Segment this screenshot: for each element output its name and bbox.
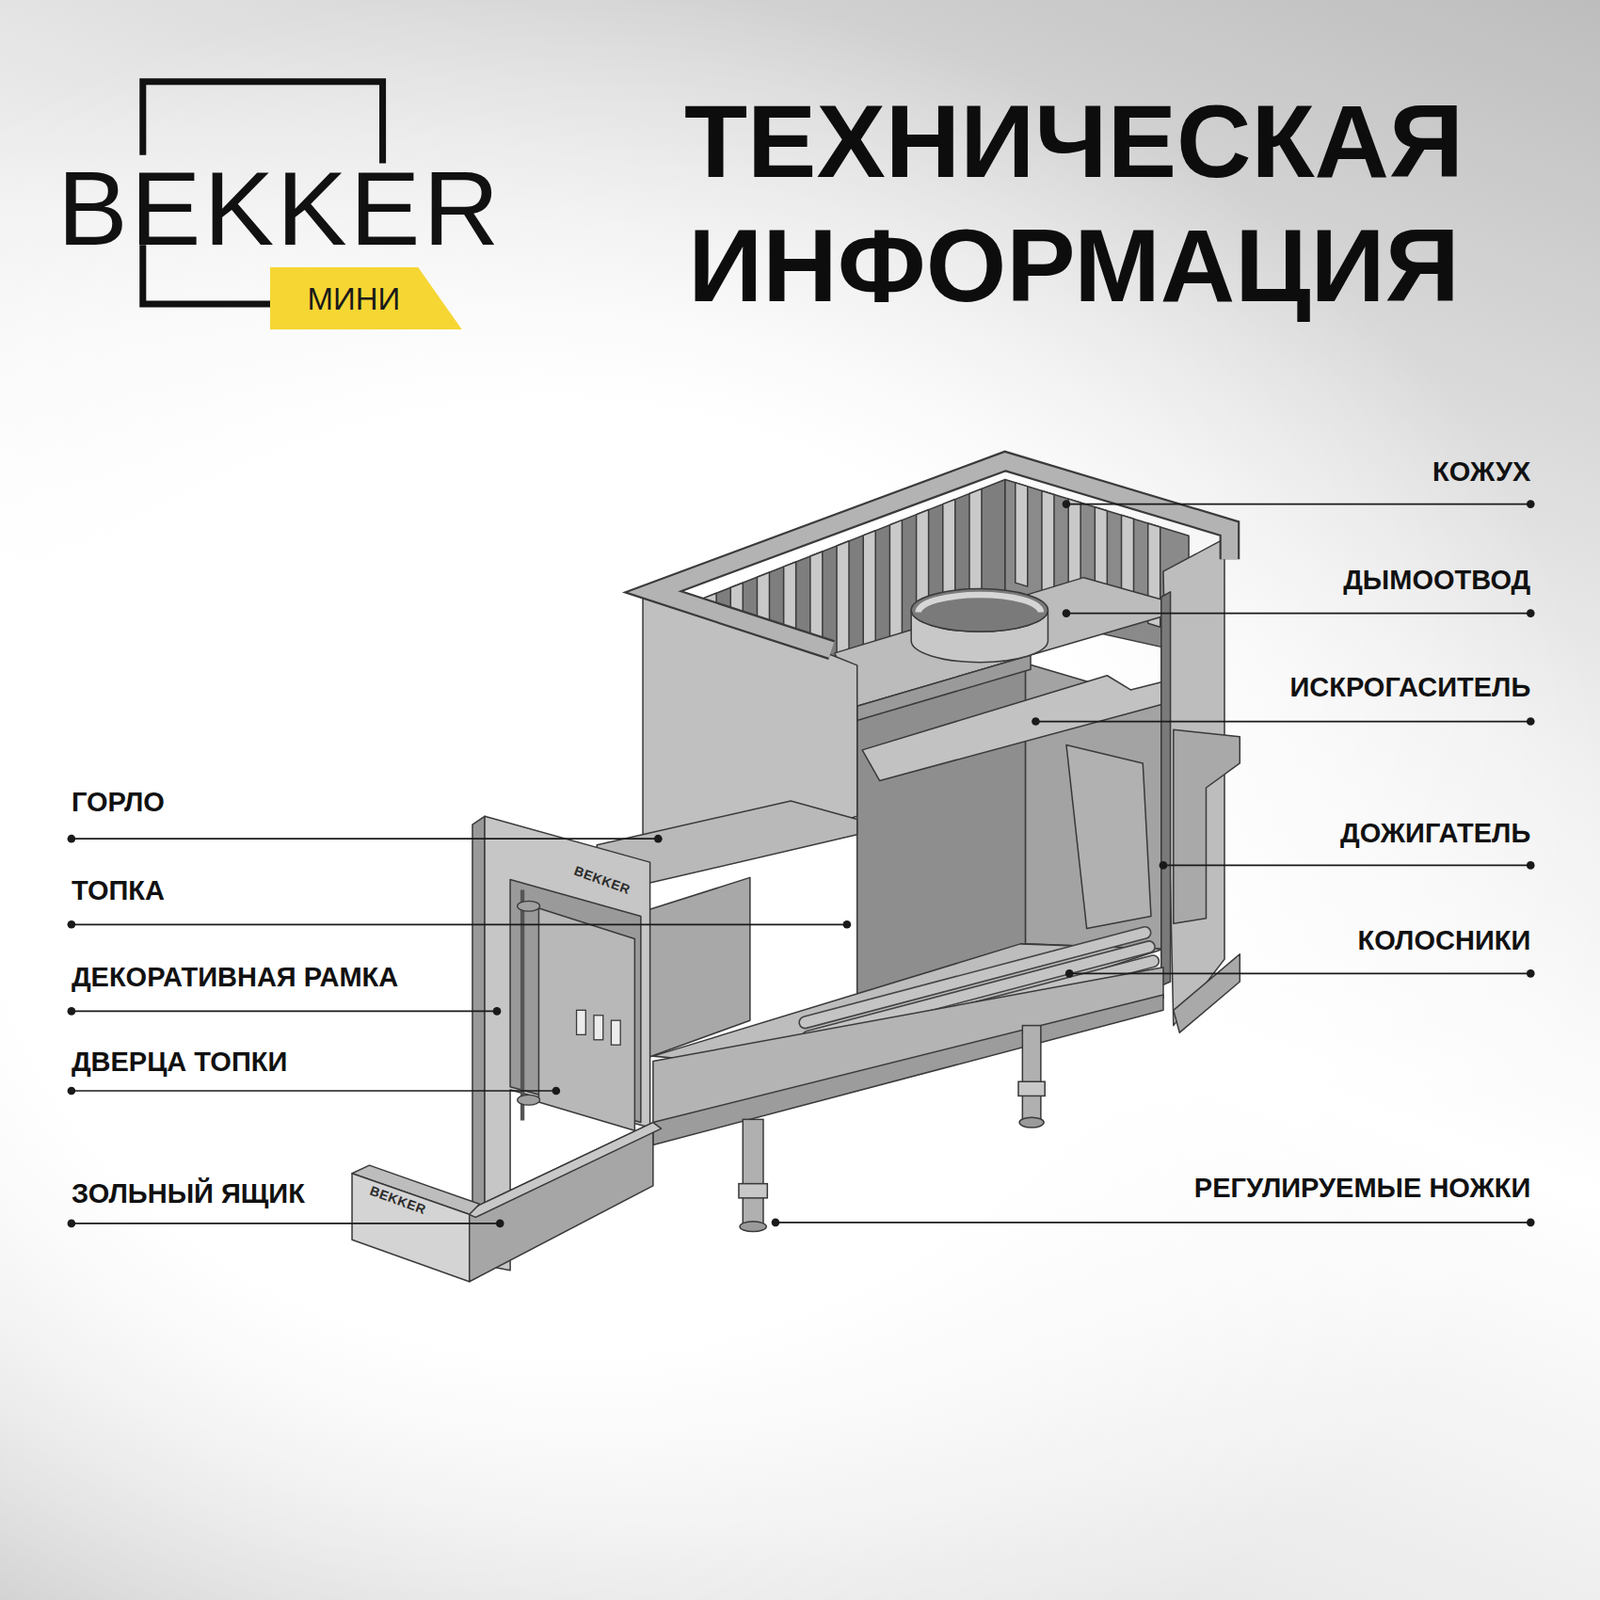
part-label: КОЖУХ [1432, 458, 1531, 486]
part-label: ГОРЛО [71, 788, 165, 816]
part-label: КОЛОСНИКИ [1358, 927, 1532, 955]
leader-line [71, 1222, 500, 1225]
afterburner [1066, 744, 1152, 928]
leader-dot [493, 1007, 502, 1016]
part-label: ДЕКОРАТИВНАЯ РАМКА [71, 963, 399, 992]
door-vent [610, 1020, 621, 1045]
leader-dot [67, 1007, 77, 1016]
firebox-door [538, 908, 635, 1131]
leg-nut [738, 1184, 768, 1199]
leg-foot [739, 1221, 767, 1232]
casing-bar [863, 530, 876, 651]
leader-dot [1031, 717, 1040, 726]
leader-line [1066, 503, 1531, 506]
badge-shape-fill [270, 267, 463, 330]
leader-line [1066, 612, 1531, 615]
leader-dot [552, 1087, 561, 1096]
leader-dot [1526, 608, 1536, 618]
leg-nut [1018, 1081, 1045, 1096]
leader-line [1069, 972, 1531, 975]
part-label: ТОПКА [71, 877, 165, 905]
leader-dot [1065, 969, 1074, 978]
firebox-front-wall [638, 877, 751, 1061]
base-plate [653, 994, 1164, 1145]
leader-dot [654, 834, 663, 844]
body-cut-edge [1161, 592, 1171, 986]
door-hinge [517, 900, 541, 912]
leader-dot [1526, 499, 1536, 509]
casing-bar [1041, 490, 1055, 594]
casing-bracket [1173, 729, 1240, 924]
leader-dot [67, 920, 77, 929]
leader-dot [1526, 717, 1536, 726]
door-vent [576, 1009, 587, 1035]
part-label: РЕГУЛИРУЕМЫЕ НОЖКИ [1194, 1174, 1531, 1202]
badge-tag: МИНИ [270, 267, 463, 330]
leader-dot [1526, 861, 1536, 870]
leader-line [71, 1010, 497, 1013]
casing-bar [836, 541, 849, 661]
casing-rim [653, 461, 1231, 651]
leader-line [71, 923, 848, 926]
leader-line [1035, 720, 1531, 723]
leader-dot [771, 1218, 781, 1228]
part-label: ДЫМООТВОД [1343, 566, 1531, 594]
casing-bar [1015, 482, 1028, 587]
smoke-pipe-inner [918, 594, 1041, 612]
leader-dot [1526, 1218, 1536, 1228]
ash-box-top [464, 1122, 661, 1218]
leader-dot [67, 1219, 77, 1229]
leader-dot [1526, 969, 1536, 978]
leg [1022, 1025, 1041, 1123]
page-title: ТЕХНИЧЕСКАЯ ИНФОРМАЦИЯ [631, 79, 1517, 328]
casing-bar [889, 520, 902, 640]
brand-logo: BEKKER [57, 156, 502, 262]
door-hinge [517, 1094, 541, 1105]
ash-box-handle [352, 1173, 470, 1282]
part-label: ЗОЛЬНЫЙ ЯЩИК [71, 1180, 305, 1208]
leader-dot [67, 834, 77, 844]
casing-bracket [1173, 954, 1240, 1033]
door-vent [593, 1015, 604, 1040]
leader-dot [496, 1219, 505, 1229]
leader-dot [1159, 861, 1168, 870]
leader-dot [843, 920, 852, 929]
part-label: ДВЕРЦА ТОПКИ [71, 1048, 288, 1076]
leader-dot [1062, 608, 1072, 618]
leg [742, 1119, 764, 1227]
part-label: ДОЖИГАТЕЛЬ [1340, 819, 1531, 848]
casing-rim-outline [653, 461, 1231, 651]
part-label: ИСКРОГАСИТЕЛЬ [1289, 673, 1531, 702]
leader-dot [67, 1087, 77, 1096]
smoke-pipe-opening [911, 589, 1048, 633]
badge-text: МИНИ [307, 283, 401, 315]
leader-dot [1062, 499, 1072, 509]
leader-line [71, 1089, 557, 1092]
leg-foot [1019, 1117, 1044, 1128]
leader-line [71, 837, 658, 840]
leader-line [1163, 864, 1531, 867]
leader-line [775, 1221, 1531, 1224]
